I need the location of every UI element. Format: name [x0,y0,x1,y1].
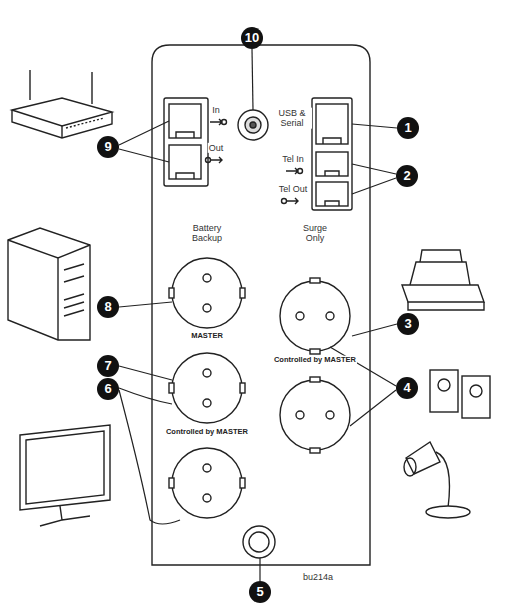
callout-number: 3 [397,313,419,335]
monitor-icon [20,425,110,526]
callout-number: 2 [396,165,418,187]
callout-number: 8 [97,296,119,318]
coax-connector [238,110,268,140]
port-label: In [211,105,221,115]
callout-number: 5 [249,581,271,603]
callout-number: 1 [397,117,419,139]
port-label: Tel Out [278,184,309,194]
outlet-pins [169,274,334,502]
callout-number: 10 [241,27,263,49]
callout-number: 4 [396,377,418,399]
outlet-label: Controlled by MASTER [165,428,249,437]
callout-number: 7 [97,355,119,377]
outlets [172,258,350,518]
port-label: Tel In [281,154,305,164]
port-label: USB & Serial [272,108,312,129]
computer-tower-icon [8,228,90,340]
callout-number: 6 [97,378,119,400]
leader-lines [119,49,397,581]
speakers-icon [430,370,490,418]
outlet-label: MASTER [190,332,224,341]
network-ports [164,98,227,186]
lamp-icon [404,442,470,518]
figure-id: bu214a [302,572,334,582]
ups-housing [152,45,370,565]
outlet-group-label: Battery Backup [182,223,232,244]
outlet-label: Controlled by MASTER [273,356,357,365]
cable-grommet [243,526,275,558]
port-label: Out [208,143,225,153]
callout-number: 9 [97,136,119,158]
router-icon [12,70,112,138]
outlet-group-label: Surge Only [294,223,336,244]
printer-icon [402,250,484,310]
